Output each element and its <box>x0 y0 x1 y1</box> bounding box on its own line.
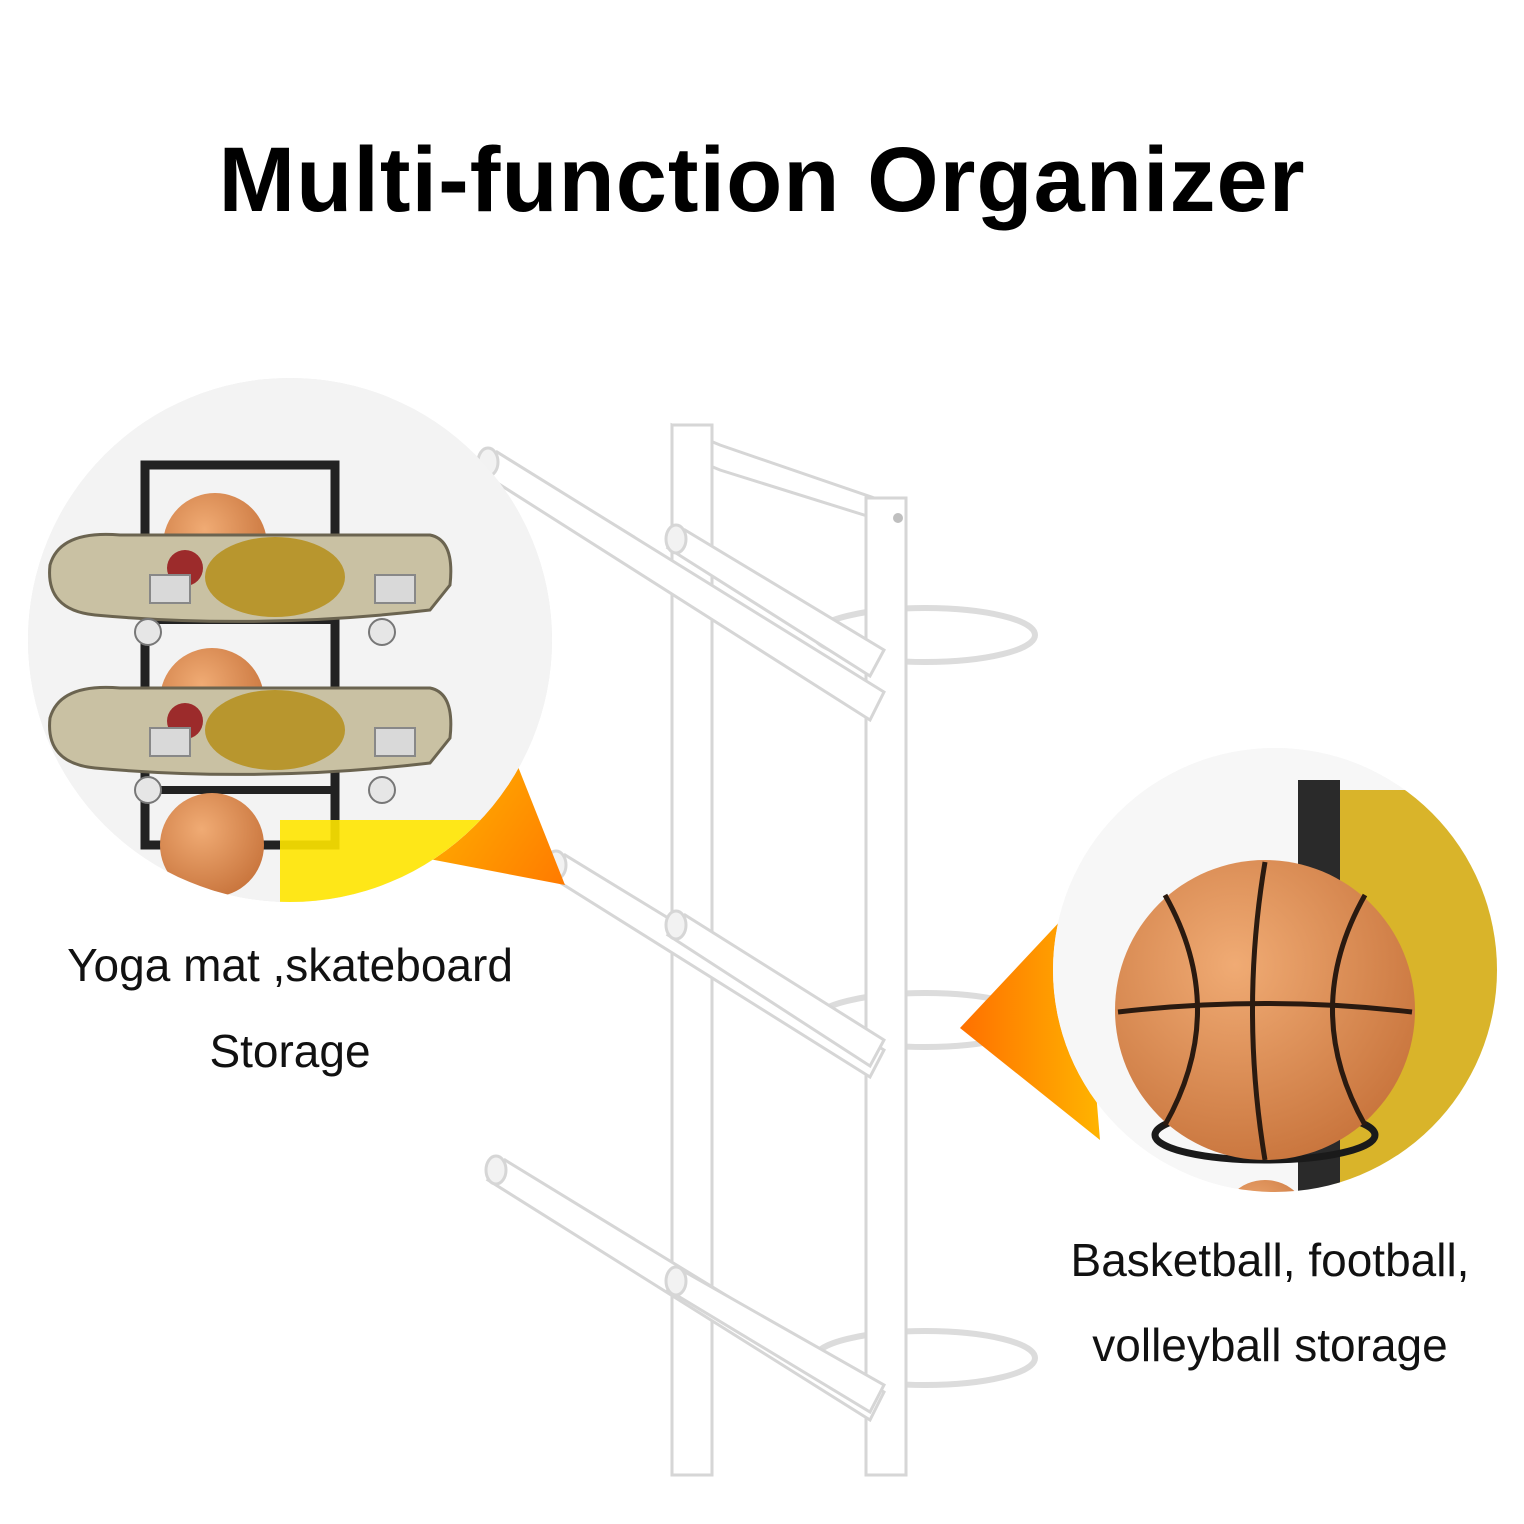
left-callout-line-2: Storage <box>209 1025 371 1077</box>
page-title: Multi-function Organizer <box>218 129 1306 231</box>
storage-rack <box>476 422 1038 1477</box>
right-callout-line-1: Basketball, football, <box>1070 1234 1470 1286</box>
right-callout-line-2: volleyball storage <box>1092 1319 1448 1371</box>
left-callout-line-1: Yoga mat ,skateboard <box>67 939 513 991</box>
basketball-closeup-image <box>1053 748 1497 1192</box>
skateboard-closeup-image <box>28 378 552 902</box>
